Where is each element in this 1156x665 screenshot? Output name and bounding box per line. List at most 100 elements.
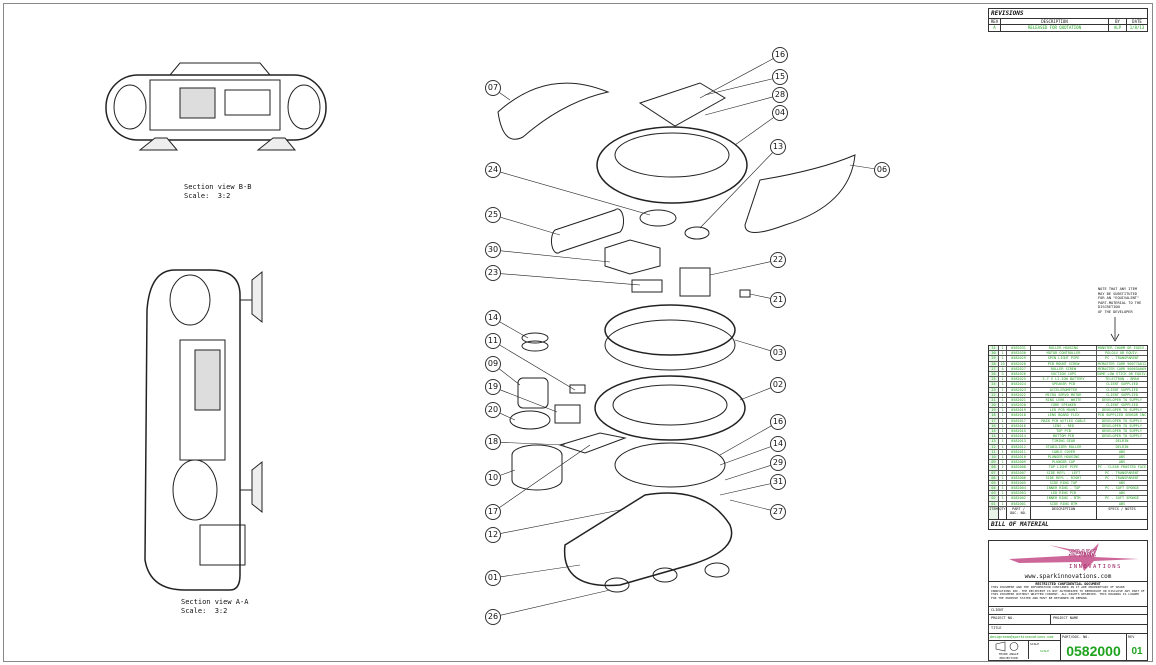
- part-21: [739, 289, 751, 298]
- leader-line: [500, 413, 516, 421]
- bom-part-no: 0582024: [1007, 382, 1031, 387]
- arrow-down-icon: [1110, 317, 1120, 342]
- leader-line: [729, 499, 771, 511]
- bom-description: ACCELEROMETER: [1031, 387, 1097, 392]
- bom-item: 06: [989, 475, 999, 480]
- leader-line: [699, 152, 773, 229]
- leader-line: [500, 171, 651, 216]
- callout-balloon: 04: [772, 105, 788, 121]
- callout-balloon: 02: [770, 377, 786, 393]
- callout-balloon: 19: [485, 379, 501, 395]
- svg-text:INNOVATIONS: INNOVATIONS: [1069, 564, 1122, 570]
- bom-part-no: 0582023: [1007, 387, 1031, 392]
- bom-specs: DEVELOPER TO SUPPLY: [1101, 429, 1143, 433]
- bom-specs: DEVELOPER TO SUPPLY: [1101, 408, 1143, 413]
- callout-balloon: 31: [770, 474, 786, 490]
- bom-item: 13: [989, 439, 999, 444]
- leader-line: [724, 465, 771, 481]
- bom-item: 25: [989, 377, 999, 382]
- bom-qty: 4: [999, 366, 1007, 371]
- client-field: CLIENT: [989, 607, 1147, 615]
- bom-part-no: 0582010: [1007, 454, 1031, 460]
- callout-balloon: 06: [874, 162, 890, 178]
- part-10: [511, 444, 563, 491]
- bom-part-no: 0582027: [1007, 366, 1031, 371]
- sheet-label: REV: [1128, 635, 1135, 639]
- bom-item: 23: [989, 387, 999, 392]
- part-25: [550, 208, 625, 254]
- bom-part-no: 0582011: [1007, 449, 1031, 454]
- bom-description: LED PCB MOUNT: [1031, 408, 1097, 413]
- callout-balloon: 13: [770, 139, 786, 155]
- rev-value: A: [989, 25, 1001, 31]
- bom-item: 10: [989, 454, 999, 460]
- section-view-b-b: [105, 62, 327, 151]
- title-field: TITLE: [989, 625, 1147, 634]
- bom-specs: CLIENT SUPPLIED: [1106, 382, 1138, 387]
- leader-line: [499, 368, 521, 386]
- bom-specs: ABS: [1118, 449, 1126, 454]
- bom-part-no: 0582014: [1007, 434, 1031, 439]
- bom-qty: 1: [999, 475, 1007, 480]
- bom-specs: ABS: [1118, 454, 1126, 459]
- bom-part-no: 0582004: [1007, 486, 1031, 491]
- bom-specs: DELRIN: [1115, 444, 1129, 449]
- confidential-title: RESTRICTED CONFIDENTIAL DOCUMENT: [1035, 582, 1101, 586]
- bom-qty: 1: [999, 460, 1007, 465]
- bom-item: 31: [989, 346, 999, 351]
- callout-balloon: 25: [485, 207, 501, 223]
- bom-specs: DEVELOPER TO SUPPLY: [1101, 397, 1143, 402]
- bom-specs: PCB SUPPLIED SENSOR INC: [1097, 413, 1147, 418]
- callout-balloon: 15: [772, 69, 788, 85]
- part-06: [744, 154, 856, 233]
- rev-description: RELEASED FOR QUOTATION: [1001, 25, 1109, 31]
- bom-part-no: 0582022: [1007, 392, 1031, 397]
- bom-description: STABILIZER ROLLER: [1031, 444, 1097, 449]
- leader-line: [500, 564, 581, 578]
- bom-part-no: 0582015: [1007, 429, 1031, 434]
- part-15: [638, 82, 726, 127]
- section-view-a-a: [144, 269, 263, 591]
- leader-line: [719, 425, 772, 456]
- view-scale: Scale: 3:2: [181, 607, 228, 615]
- bom-qty: 1: [999, 418, 1007, 423]
- leader-line: [499, 92, 511, 101]
- leader-line: [849, 164, 875, 170]
- bom-qty: 1: [999, 439, 1007, 444]
- scale-label: SCALE: [1030, 642, 1040, 646]
- bom-part-no: 0582029: [1007, 356, 1031, 361]
- bom-item: 15: [989, 429, 999, 434]
- part-04: [596, 126, 748, 204]
- callout-balloon: 12: [485, 527, 501, 543]
- bom-specs: POLOLU OR EQUIV.: [1105, 351, 1139, 356]
- bom-qty: 1: [999, 356, 1007, 361]
- bom-item: 29: [989, 356, 999, 361]
- callout-balloon: 26: [485, 609, 501, 625]
- bom-part-no: 0582018: [1007, 413, 1031, 418]
- leader-line: [734, 339, 771, 351]
- bom-item: 05: [989, 480, 999, 486]
- bom-description: LENS - RED: [1031, 423, 1097, 428]
- callout-balloon: 24: [485, 162, 501, 178]
- bom-specs: CLIENT SUPPLIED: [1106, 387, 1138, 392]
- bom-item: 03: [989, 491, 999, 496]
- bom-part-no: 0582001: [1007, 501, 1031, 506]
- bom-specs: PC - TRANSPARENT: [1105, 470, 1139, 475]
